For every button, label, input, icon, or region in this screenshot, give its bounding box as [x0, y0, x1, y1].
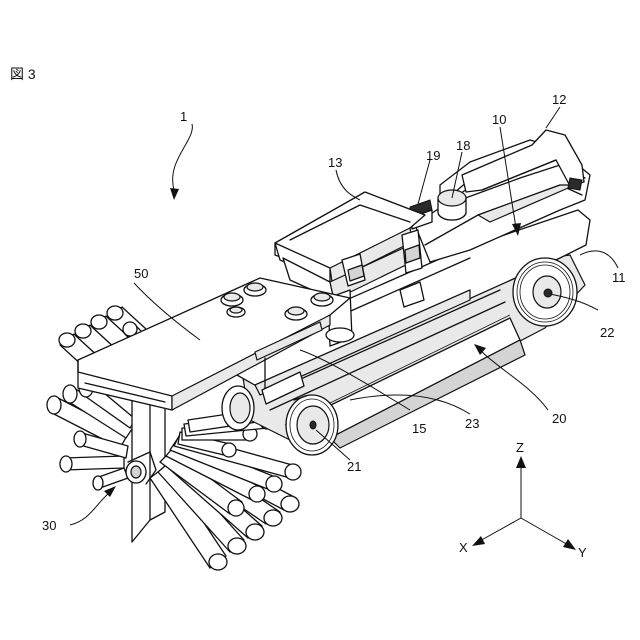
label-21: 21: [347, 459, 361, 474]
label-12: 12: [552, 92, 566, 107]
knob: [438, 190, 466, 220]
label-18: 18: [456, 138, 470, 153]
axis-triad: Z X Y: [459, 440, 587, 560]
axis-z-label: Z: [516, 440, 524, 455]
label-13: 13: [328, 155, 342, 170]
label-20: 20: [552, 411, 566, 426]
figure-title: 図 3: [10, 66, 36, 82]
label-10: 10: [492, 112, 506, 127]
label-1: 1: [180, 109, 187, 124]
label-15: 15: [412, 421, 426, 436]
axis-x-label: X: [459, 540, 468, 555]
axis-y-label: Y: [578, 545, 587, 560]
label-23: 23: [465, 416, 479, 431]
label-50: 50: [134, 266, 148, 281]
label-30: 30: [42, 518, 56, 533]
label-19: 19: [426, 148, 440, 163]
label-11: 11: [612, 270, 626, 285]
wheel-rear: [513, 258, 577, 326]
label-22: 22: [600, 325, 614, 340]
rear-wheel-left: [222, 386, 254, 430]
wheel-front: [286, 395, 338, 455]
